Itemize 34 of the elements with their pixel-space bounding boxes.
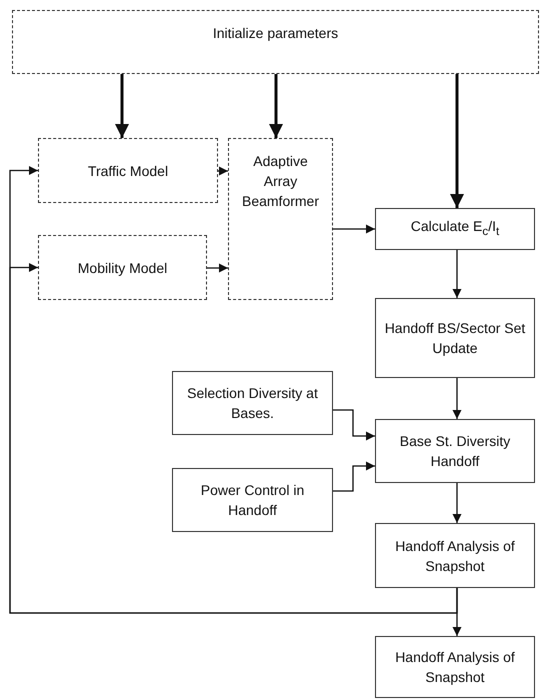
process-box	[375, 419, 535, 483]
process-box	[12, 10, 539, 74]
box-label: Selection Diversity at Bases.	[186, 384, 319, 423]
box-label: Power Control in Handoff	[200, 481, 306, 520]
arrow	[450, 74, 464, 208]
box-label: Handoff Analysis of Snapshot	[394, 536, 516, 576]
arrow	[452, 378, 462, 419]
box-label: Handoff BS/Sector Set Update	[384, 319, 526, 358]
process-box	[172, 371, 333, 435]
box-label: Calculate E$_{c}$/I$_{t}$	[410, 217, 500, 240]
arrow	[452, 483, 462, 523]
process-box	[375, 208, 535, 250]
box-label: Base St. Diversity Handoff	[398, 432, 512, 471]
box-label: Handoff Analysis of Snapshot	[394, 648, 516, 687]
box-label: Adaptive Array Beamformer	[240, 152, 320, 211]
process-box	[228, 138, 333, 300]
arrow	[207, 264, 228, 272]
box-label: Traffic Model	[88, 162, 168, 180]
process-box	[375, 636, 535, 698]
process-box	[375, 523, 535, 588]
arrow	[452, 250, 462, 298]
box-label: Mobility Model	[78, 258, 168, 278]
arrow	[333, 409, 375, 440]
arrow	[269, 74, 283, 138]
process-box	[172, 468, 333, 532]
arrow	[218, 166, 228, 176]
arrow	[333, 224, 375, 234]
process-box	[375, 298, 535, 378]
box-label: Initialize parameters	[212, 24, 338, 43]
arrow	[9, 263, 458, 614]
process-box	[38, 235, 207, 300]
process-box	[38, 138, 218, 203]
arrow	[115, 74, 129, 138]
arrow	[333, 462, 375, 492]
